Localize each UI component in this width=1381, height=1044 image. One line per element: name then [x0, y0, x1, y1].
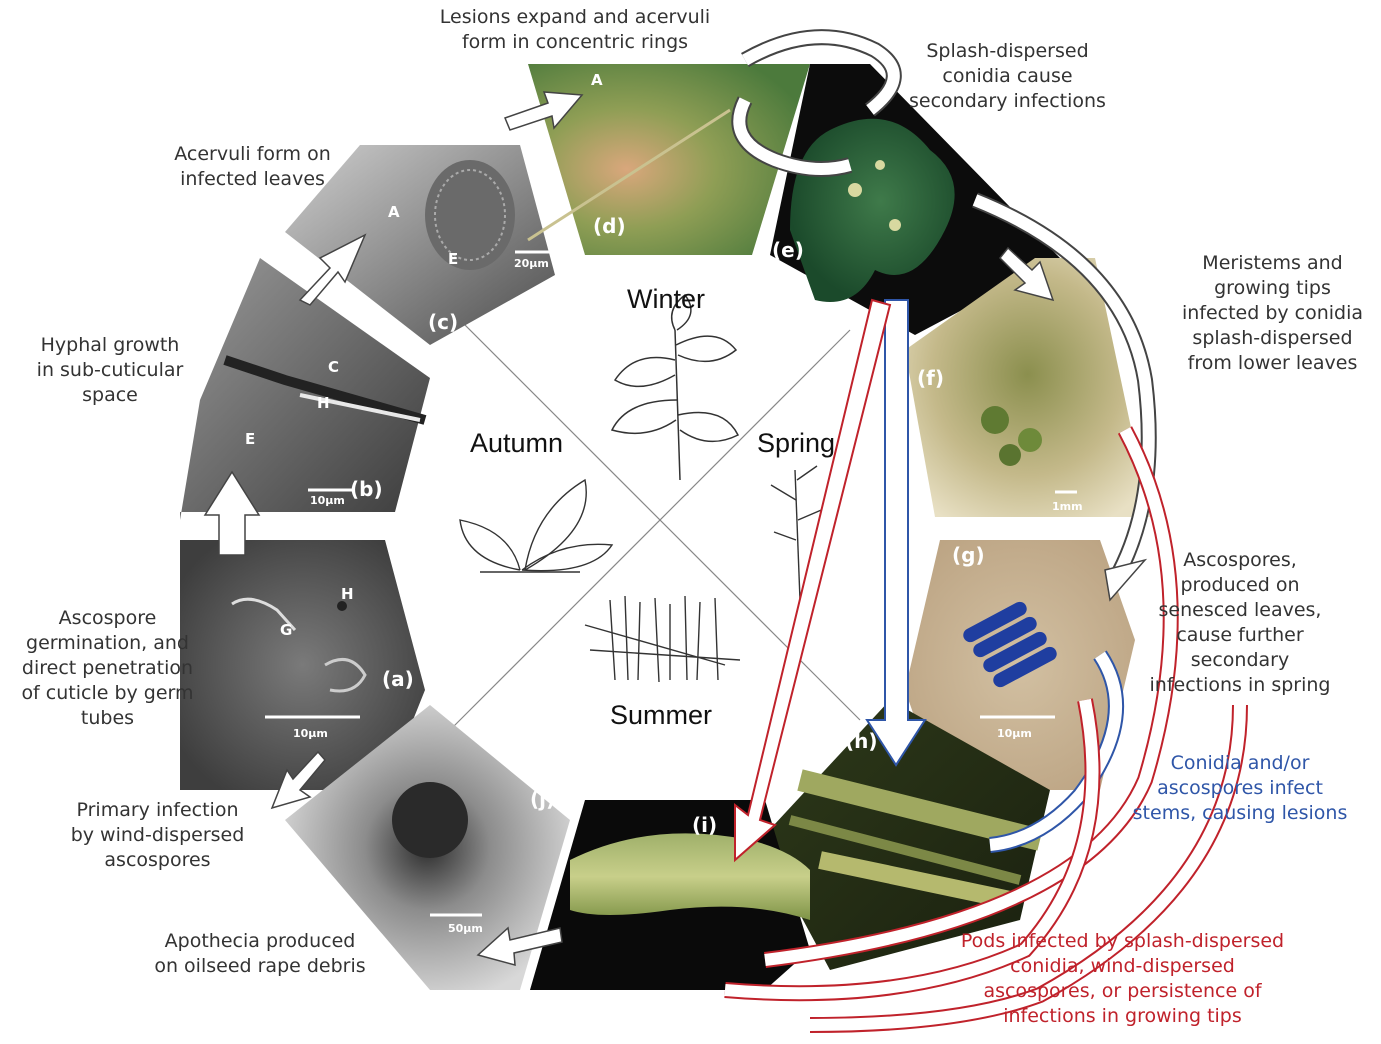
panel-label-b: (b) — [350, 477, 383, 501]
caption-b: Hyphal growth in sub-cuticular space — [25, 333, 195, 408]
season-summer: Summer — [610, 700, 712, 731]
caption-f: Meristems and growing tips infected by c… — [1165, 251, 1380, 376]
scale-bar-g: 10µm — [997, 727, 1032, 740]
panel-label-f: (f) — [917, 366, 944, 390]
scale-bar-a: 10µm — [293, 727, 328, 740]
marker-cuticle: C — [328, 358, 339, 376]
caption-c: Acervuli form on infected leaves — [155, 142, 350, 192]
season-autumn: Autumn — [470, 428, 563, 459]
marker-epidermis-c: E — [448, 250, 458, 268]
caption-i: Pods infected by splash-dispersed conidi… — [935, 929, 1310, 1029]
panel-label-d: (d) — [593, 214, 626, 238]
winter-plant-drawing — [612, 295, 738, 480]
caption-e: Splash-dispersed conidia cause secondary… — [895, 39, 1120, 114]
marker-acervulus-c: A — [388, 203, 400, 221]
panel-label-e: (e) — [772, 238, 804, 262]
season-winter: Winter — [627, 284, 705, 315]
panel-label-a: (a) — [382, 667, 414, 691]
caption-d: Lesions expand and acervuli form in conc… — [410, 5, 740, 55]
caption-k: Apothecia produced on oilseed rape debri… — [140, 929, 380, 979]
season-spring: Spring — [757, 428, 835, 459]
caption-h: Conidia and/or ascospores infect stems, … — [1115, 751, 1365, 826]
panel-label-h: (h) — [845, 729, 878, 753]
marker-hypha-b: H — [317, 394, 330, 412]
autumn-plant-drawing — [460, 480, 612, 572]
marker-hypha-a: H — [341, 585, 354, 603]
caption-a: Ascospore germination, and direct penetr… — [5, 606, 210, 731]
panel-label-c: (c) — [428, 310, 458, 334]
panel-label-g: (g) — [952, 543, 985, 567]
scale-bar-j: 50µm — [448, 922, 483, 935]
caption-j: Primary infection by wind-dispersed asco… — [55, 798, 260, 873]
scale-bar-f: 1mm — [1052, 500, 1083, 513]
marker-epidermis-b: E — [245, 430, 255, 448]
caption-g: Ascospores, produced on senesced leaves,… — [1135, 548, 1345, 698]
marker-acervulus-d: A — [591, 71, 603, 89]
marker-germ-tube: G — [280, 621, 292, 639]
panel-label-j: (j) — [530, 787, 555, 811]
scale-bar-b: 10µm — [310, 494, 345, 507]
scale-bar-c: 20µm — [514, 257, 549, 270]
panel-label-i: (i) — [692, 813, 717, 837]
summer-stubble-drawing — [585, 596, 740, 682]
